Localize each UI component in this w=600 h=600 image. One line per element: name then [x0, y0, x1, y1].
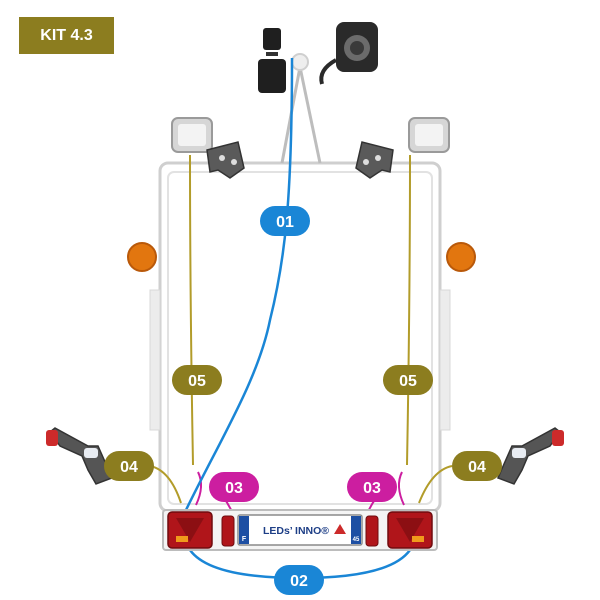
svg-text:01: 01 — [276, 214, 294, 231]
bracket-left-icon — [206, 141, 245, 179]
label-01: 01 — [260, 206, 310, 236]
plate-brand: LEDs’ INNO® — [263, 525, 329, 537]
cable-04-left — [149, 465, 182, 504]
outline-marker-left-icon — [46, 427, 113, 485]
label-04-right: 04 — [452, 451, 502, 481]
front-lamp-left-icon — [171, 117, 213, 153]
label-05-left: 05 — [172, 365, 222, 395]
svg-text:04: 04 — [468, 459, 486, 476]
side-lamp-left-icon — [221, 515, 235, 547]
svg-text:05: 05 — [188, 373, 206, 390]
cable-04-right — [418, 465, 453, 504]
cable-01 — [184, 57, 294, 511]
label-04-left: 04 — [104, 451, 154, 481]
kit-badge: KIT 4.3 — [19, 17, 114, 54]
rear-lamp-right-icon — [387, 511, 433, 549]
label-03-left: 03 — [209, 472, 259, 502]
socket-connector-icon — [319, 22, 378, 85]
svg-text:02: 02 — [290, 573, 308, 590]
label-05-right: 05 — [383, 365, 433, 395]
plate-country: F — [242, 536, 247, 543]
svg-text:03: 03 — [225, 480, 243, 497]
bracket-right-icon — [355, 141, 394, 179]
label-03-right: 03 — [347, 472, 397, 502]
cable-05-left — [189, 154, 194, 466]
label-02: 02 — [274, 565, 324, 595]
warning-triangle-icon — [334, 524, 346, 534]
licence-plate: F 45 LEDs’ INNO® — [237, 514, 363, 546]
rear-lamp-left-icon — [167, 511, 213, 549]
svg-text:04: 04 — [120, 459, 138, 476]
drawbar — [280, 53, 322, 164]
plate-dept: 45 — [353, 537, 360, 543]
adapter-plug-icon — [258, 28, 286, 93]
hitch-ball-icon — [291, 53, 309, 71]
cable-05-right — [406, 154, 411, 466]
front-lamp-right-icon — [408, 117, 450, 153]
outline-marker-right-icon — [497, 427, 564, 485]
side-reflector-left-icon — [127, 242, 157, 272]
svg-text:05: 05 — [399, 373, 417, 390]
side-lamp-right-icon — [365, 515, 379, 547]
side-reflector-right-icon — [446, 242, 476, 272]
svg-text:03: 03 — [363, 480, 381, 497]
